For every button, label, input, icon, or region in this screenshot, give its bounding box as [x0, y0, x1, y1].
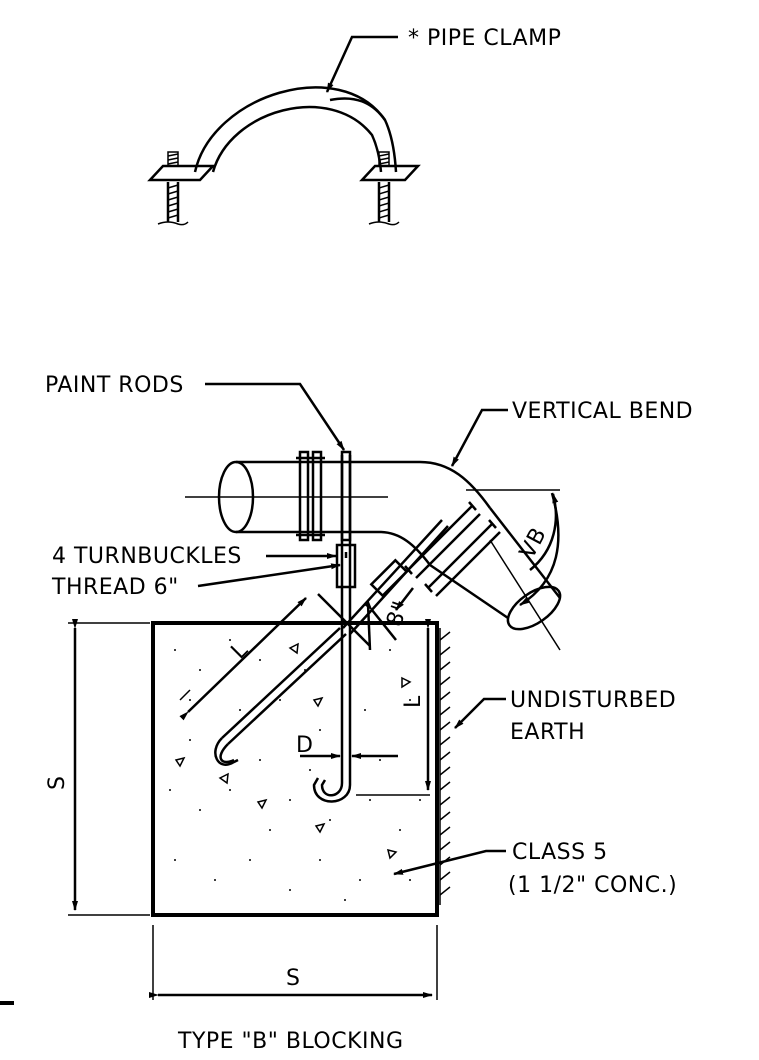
paint-rods-label: PAINT RODS [45, 373, 184, 398]
thread-label: THREAD 6" [51, 575, 179, 600]
s-vertical-label: S [45, 776, 70, 790]
rods-figure: PAINT RODS 4 TURNBUCKLES THREAD 6" 8" [45, 373, 449, 803]
undisturbed-label-line2: EARTH [510, 720, 585, 745]
d-label: D [296, 733, 313, 758]
pipe-clamp-label: * PIPE CLAMP [408, 26, 561, 51]
eight-inch-label: 8" [382, 598, 414, 630]
l-vertical-label: L [401, 695, 426, 708]
class5-label-line2: (1 1/2" CONC.) [508, 873, 677, 898]
vb-label: VB [515, 524, 552, 563]
undisturbed-label-line1: UNDISTURBED [510, 688, 676, 713]
diagram-caption: TYPE "B" BLOCKING [177, 1029, 404, 1054]
l-diagonal-label: L [227, 637, 254, 664]
s-horizontal-label: S [286, 966, 300, 991]
class5-label-line1: CLASS 5 [512, 840, 608, 865]
pipe-bend-figure: VB VERTICAL BEND [185, 399, 693, 651]
right-callouts: UNDISTURBED EARTH CLASS 5 (1 1/2" CONC.) [393, 688, 677, 898]
pipe-clamp-figure: * PIPE CLAMP [147, 26, 561, 226]
turnbuckles-label: 4 TURNBUCKLES [52, 544, 242, 569]
vertical-bend-label: VERTICAL BEND [512, 399, 693, 424]
concrete-block: L L D S S [0, 597, 451, 1005]
